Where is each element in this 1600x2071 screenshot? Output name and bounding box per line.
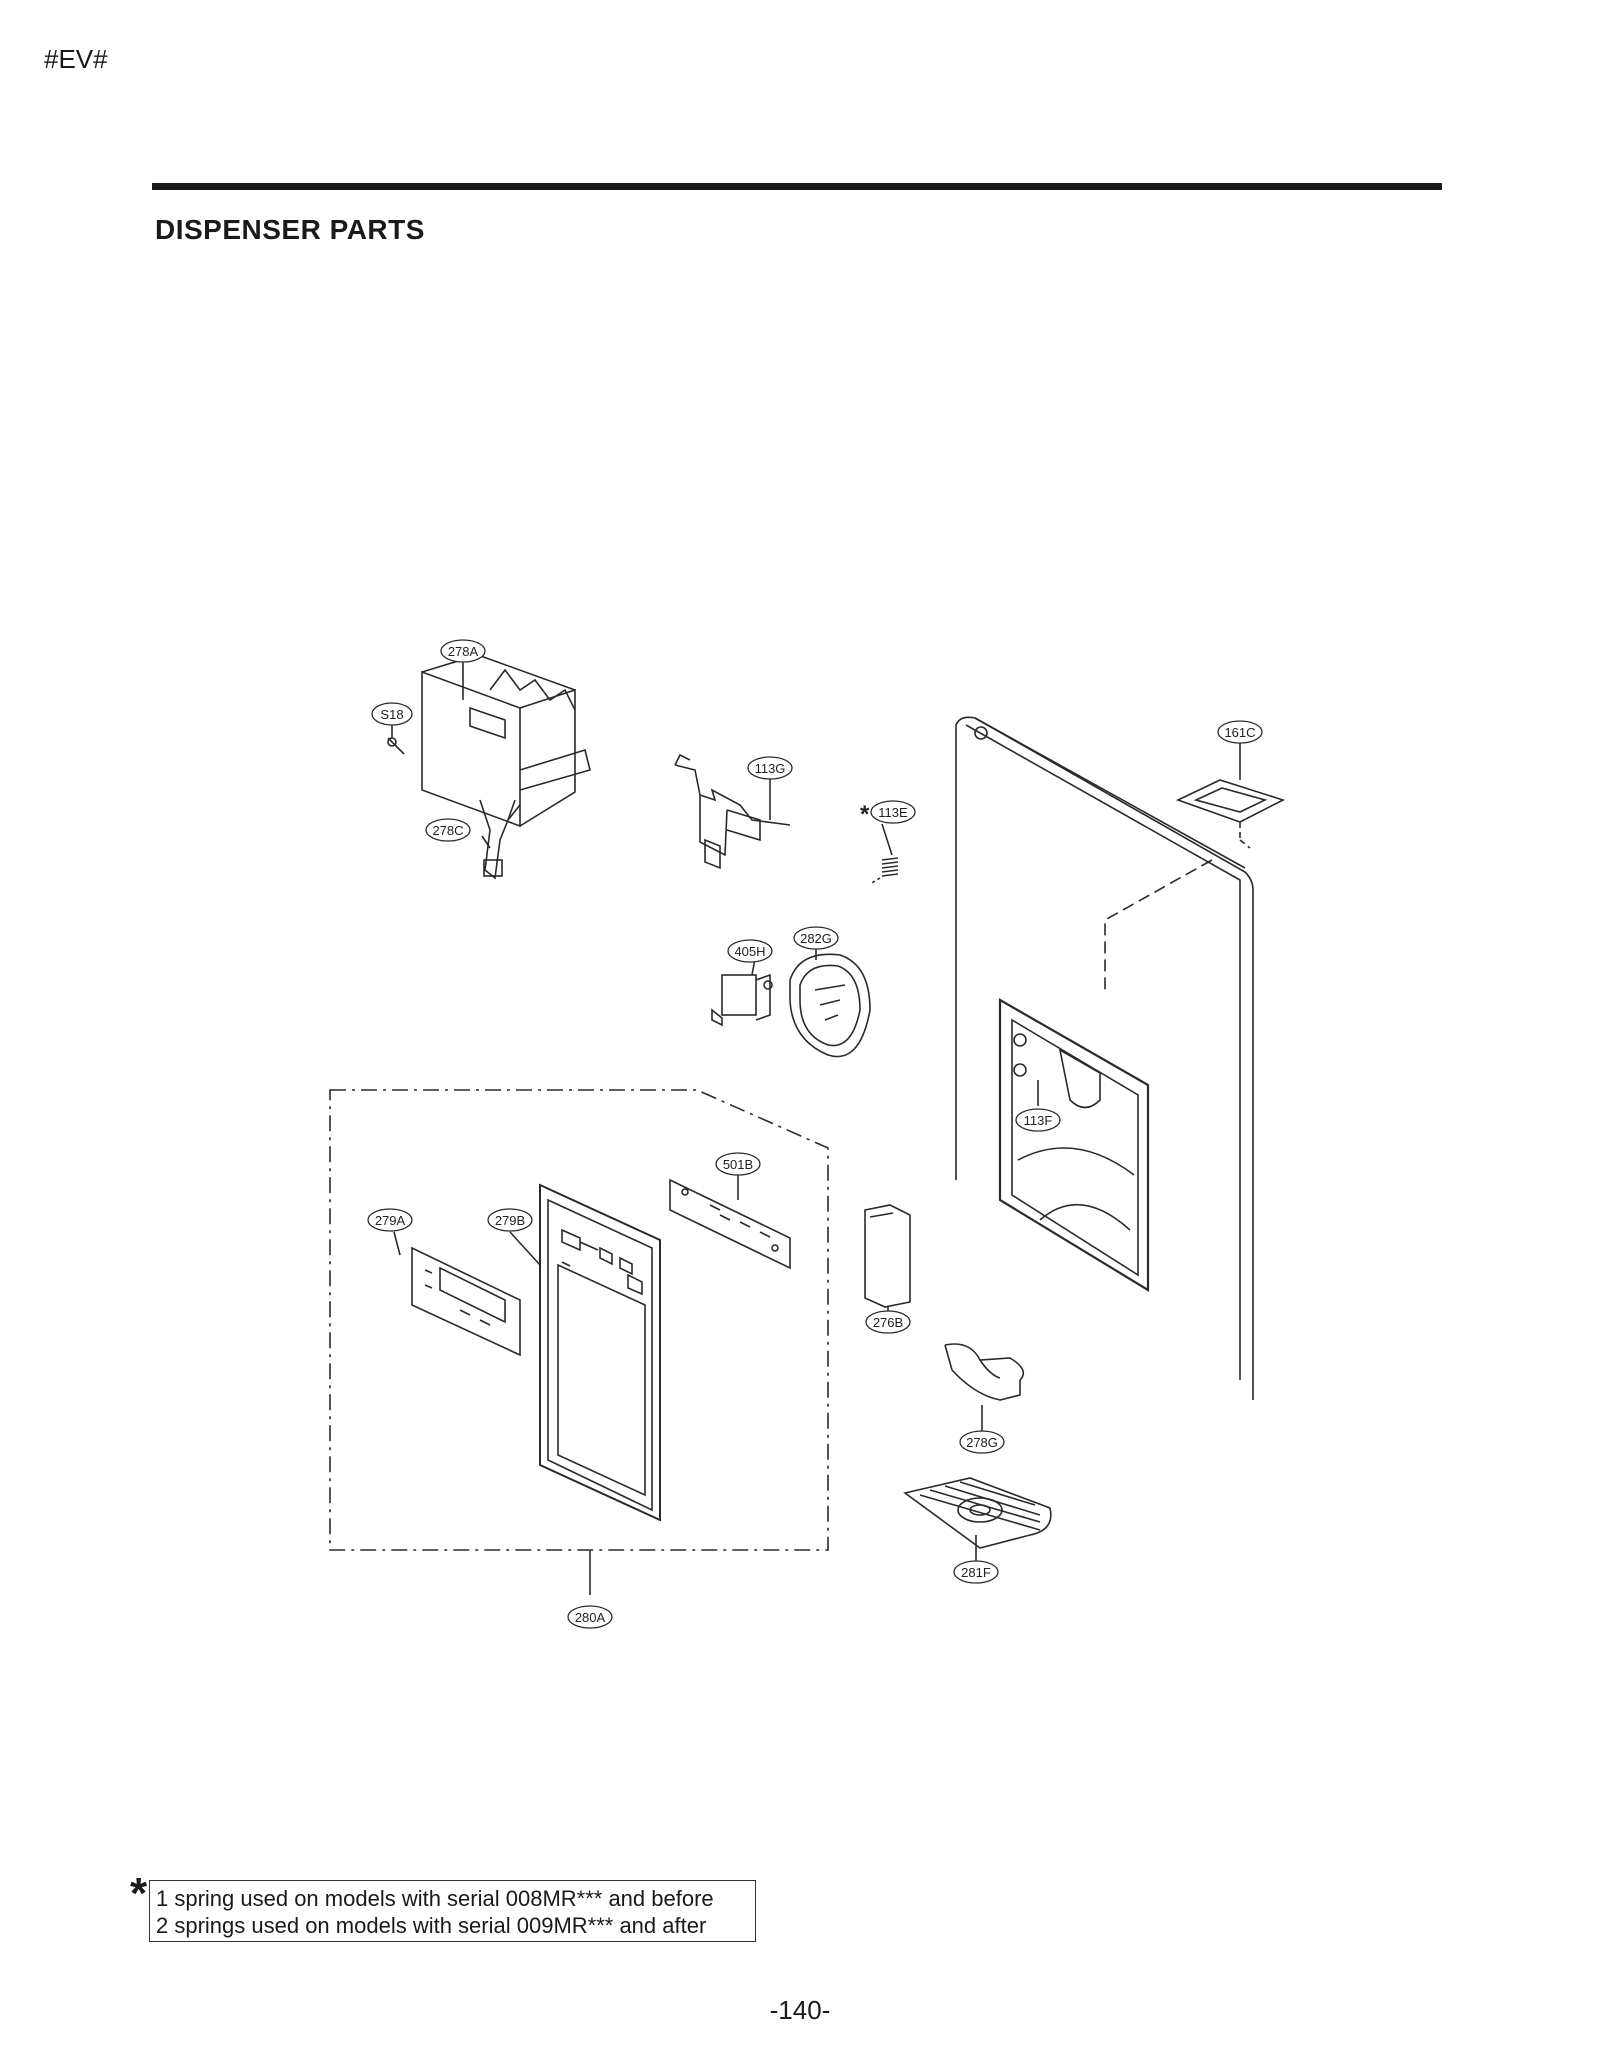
part-door-panel: [955, 716, 1254, 1400]
callout-280a: 280A: [567, 1605, 613, 1629]
part-405h-switch: [711, 973, 773, 1027]
part-501b-pcb: [669, 1178, 791, 1270]
page-number: -140-: [769, 1995, 831, 2025]
svg-text:281F: 281F: [961, 1565, 991, 1580]
callout-113e-star: *: [860, 801, 870, 828]
svg-text:278A: 278A: [448, 644, 479, 659]
svg-text:501B: 501B: [723, 1157, 753, 1172]
footnote-marker: *: [130, 1869, 148, 1918]
footnote-line-2: 2 springs used on models with serial 009…: [156, 1913, 707, 1938]
callout-113e: 113E: [870, 800, 916, 824]
part-276b-lid: [864, 1204, 911, 1308]
callout-276b: 276B: [865, 1310, 911, 1334]
svg-text:161C: 161C: [1224, 725, 1255, 740]
callout-113g: 113G: [747, 756, 793, 780]
part-279a-display-sheet: [411, 1246, 521, 1357]
callout-281f: 281F: [953, 1560, 999, 1584]
svg-text:280A: 280A: [575, 1610, 606, 1625]
header-rule: [152, 183, 1442, 190]
part-161c-gasket: [1175, 779, 1286, 849]
callout-278g: 278G: [959, 1430, 1005, 1454]
part-282g-cover: [789, 953, 871, 1058]
svg-text:S18: S18: [380, 707, 403, 722]
part-113g-bracket: [674, 753, 791, 870]
callout-279a: 279A: [367, 1208, 413, 1232]
callout-405h: 405H: [727, 939, 773, 963]
callout-113f: 113F: [1015, 1108, 1061, 1132]
footnote-line-1: 1 spring used on models with serial 008M…: [156, 1886, 714, 1911]
callout-s18: S18: [371, 702, 413, 726]
footnote-box: 1 spring used on models with serial 008M…: [149, 1880, 756, 1942]
svg-text:279B: 279B: [495, 1213, 525, 1228]
callout-161c: 161C: [1217, 720, 1263, 744]
callout-279b: 279B: [487, 1208, 533, 1232]
callout-278c: 278C: [425, 818, 471, 842]
svg-text:113G: 113G: [755, 761, 786, 776]
svg-text:276B: 276B: [873, 1315, 903, 1330]
part-278a-control-box: [421, 654, 591, 828]
svg-text:278G: 278G: [966, 1435, 998, 1450]
callout-501b: 501B: [715, 1152, 761, 1176]
svg-text:278C: 278C: [432, 823, 463, 838]
part-281f-drip-tray-grille: [903, 1477, 1052, 1549]
svg-text:113F: 113F: [1024, 1113, 1053, 1128]
part-279b-front-frame: [539, 1183, 661, 1522]
svg-text:279A: 279A: [375, 1213, 406, 1228]
part-278c-lever: [479, 799, 521, 880]
document-code: #EV#: [44, 44, 108, 74]
part-278g-chute: [944, 1343, 1025, 1401]
part-s18-screw: [387, 737, 405, 755]
callout-278a: 278A: [440, 639, 486, 663]
svg-text:282G: 282G: [800, 931, 832, 946]
part-113e-spring: [869, 857, 899, 885]
svg-text:113E: 113E: [878, 805, 908, 820]
page-title: DISPENSER PARTS: [155, 214, 425, 245]
svg-text:405H: 405H: [734, 944, 765, 959]
callout-282g: 282G: [793, 926, 839, 950]
